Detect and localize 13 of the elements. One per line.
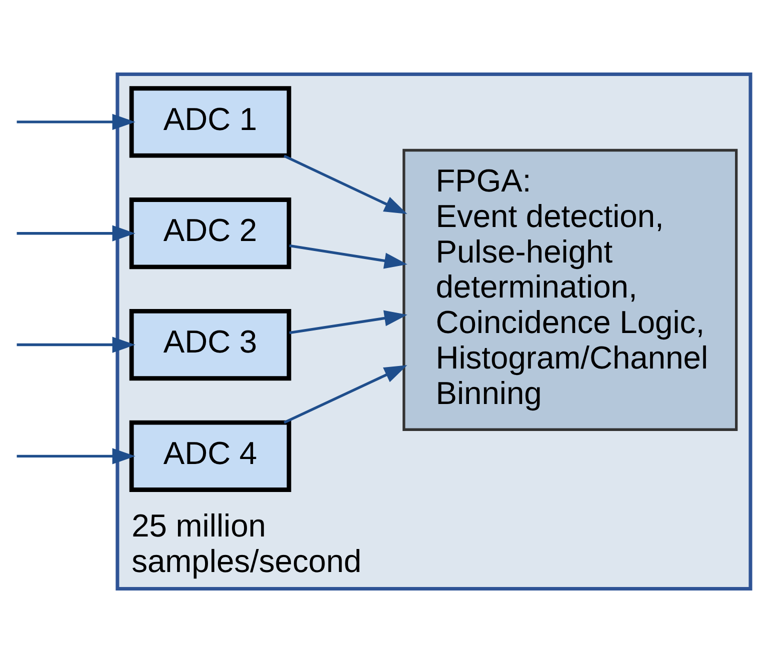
node-box: ADC 3 bbox=[129, 308, 292, 381]
node-box: ADC 2 bbox=[129, 198, 292, 270]
arrow bbox=[289, 244, 408, 269]
arrow bbox=[284, 365, 408, 424]
node-box: ADC 4 bbox=[129, 420, 292, 492]
arrow bbox=[16, 336, 136, 353]
node-box: FPGA: Event detection, Pulse-height determination, Coincidence Logic, Histogram/Channel Binning bbox=[402, 148, 738, 431]
arrow bbox=[16, 448, 136, 464]
arrow bbox=[289, 310, 408, 334]
arrow bbox=[16, 114, 136, 130]
arrow bbox=[284, 154, 408, 214]
arrow bbox=[16, 225, 136, 242]
node-box: ADC 1 bbox=[129, 86, 292, 158]
